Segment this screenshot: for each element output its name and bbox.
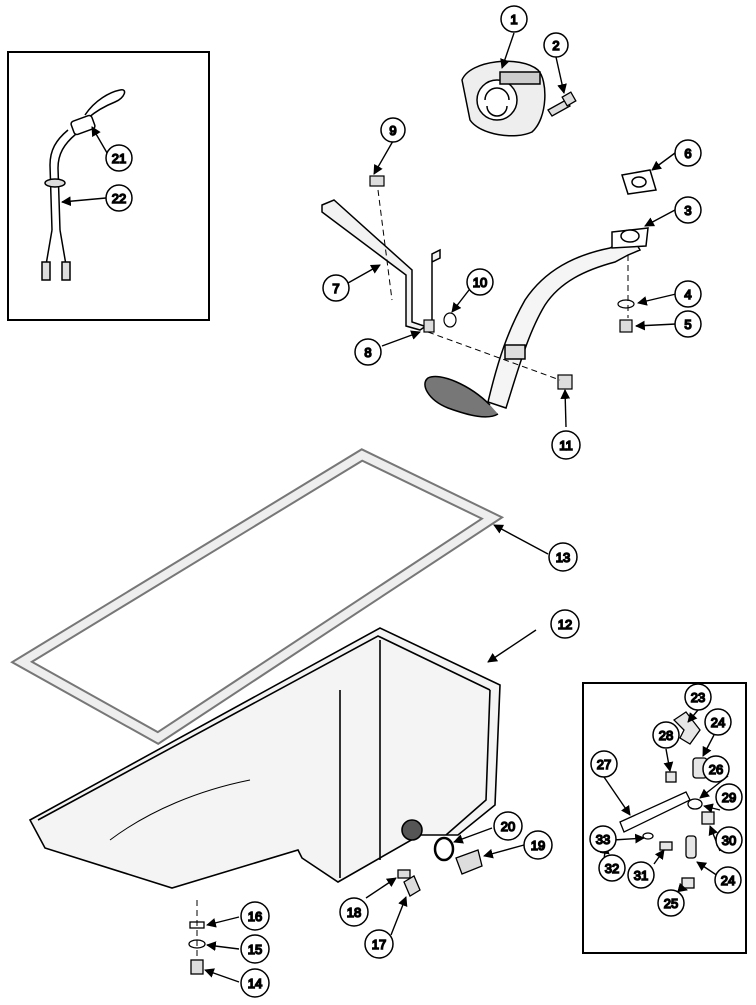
callout-27: 27 (590, 750, 618, 778)
callout-29: 29 (715, 783, 743, 811)
callout-4-number: 4 (684, 287, 691, 302)
callout-30: 30 (715, 826, 743, 854)
callout-6: 6 (674, 139, 702, 167)
pickup-tube-drawing (424, 169, 657, 418)
callout-20-number: 20 (501, 819, 515, 834)
callout-11: 11 (551, 430, 581, 460)
callout-30-number: 30 (722, 833, 736, 848)
fasteners-drawing (369, 175, 635, 390)
callout-21: 21 (105, 144, 133, 172)
callout-19-number: 19 (531, 838, 545, 853)
callout-23: 23 (684, 683, 712, 711)
callout-23-number: 23 (691, 690, 705, 705)
fittings-inset-drawing (600, 711, 715, 889)
callout-12-number: 12 (558, 617, 572, 632)
callout-5-number: 5 (684, 317, 691, 332)
callout-24b-number: 24 (721, 873, 735, 888)
callout-17-number: 17 (372, 937, 386, 952)
callout-9-number: 9 (389, 123, 396, 138)
callout-10-number: 10 (473, 275, 487, 290)
callout-16: 16 (240, 901, 270, 931)
callout-8: 8 (354, 338, 382, 366)
callout-28-number: 28 (659, 728, 673, 743)
callout-3: 3 (674, 196, 702, 224)
callout-21-number: 21 (112, 151, 126, 166)
callout-5: 5 (674, 310, 702, 338)
callout-22-number: 22 (112, 191, 126, 206)
callout-31-number: 31 (634, 868, 648, 883)
callout-13: 13 (548, 542, 578, 572)
callout-11-number: 11 (559, 438, 573, 453)
callout-25-number: 25 (664, 896, 678, 911)
leader-lines (61, 32, 729, 983)
oil-pan-drawing (28, 627, 501, 889)
callout-15: 15 (240, 934, 270, 964)
callout-15-number: 15 (248, 942, 262, 957)
callout-4: 4 (674, 280, 702, 308)
callout-32: 32 (598, 854, 626, 882)
drain-parts-drawing (188, 836, 483, 975)
callout-6-number: 6 (684, 146, 691, 161)
callout-3-number: 3 (684, 203, 691, 218)
callout-14-number: 14 (248, 976, 262, 991)
callout-9: 9 (380, 117, 406, 143)
callout-17: 17 (364, 929, 394, 959)
inset-box-heater (7, 51, 210, 321)
callout-25: 25 (657, 889, 685, 917)
heater-element-drawing (41, 89, 126, 281)
bolt-2-drawing (547, 91, 577, 117)
callout-24b: 24 (714, 866, 742, 894)
gasket-drawing (10, 448, 505, 746)
callout-2: 2 (543, 32, 569, 58)
callout-32-number: 32 (605, 861, 619, 876)
callout-16-number: 16 (248, 909, 262, 924)
callout-14: 14 (240, 968, 270, 998)
bracket-drawing (321, 199, 441, 331)
callout-26-number: 26 (709, 762, 723, 777)
callout-28: 28 (652, 721, 680, 749)
oil-pump-drawing (461, 60, 546, 137)
callout-22: 22 (105, 184, 133, 212)
callout-7: 7 (322, 274, 350, 302)
callout-19: 19 (523, 830, 553, 860)
callout-31: 31 (627, 861, 655, 889)
callout-27-number: 27 (597, 757, 611, 772)
callout-7-number: 7 (332, 281, 339, 296)
inset-box-fittings (582, 682, 747, 954)
callout-12: 12 (550, 609, 580, 639)
callout-24a: 24 (704, 708, 732, 736)
callout-33-number: 33 (596, 832, 610, 847)
callout-2-number: 2 (552, 38, 559, 53)
callout-33: 33 (589, 825, 617, 853)
callout-20: 20 (493, 811, 523, 841)
callout-29-number: 29 (722, 790, 736, 805)
callout-18: 18 (339, 897, 369, 927)
callout-1: 1 (500, 5, 528, 33)
callout-1-number: 1 (510, 12, 517, 27)
callout-10: 10 (466, 268, 494, 296)
callout-24a-number: 24 (711, 715, 725, 730)
callout-18-number: 18 (347, 905, 361, 920)
callout-13-number: 13 (556, 550, 570, 565)
callout-8-number: 8 (364, 345, 371, 360)
callout-26: 26 (702, 755, 730, 783)
assembly-centerlines (196, 189, 629, 960)
